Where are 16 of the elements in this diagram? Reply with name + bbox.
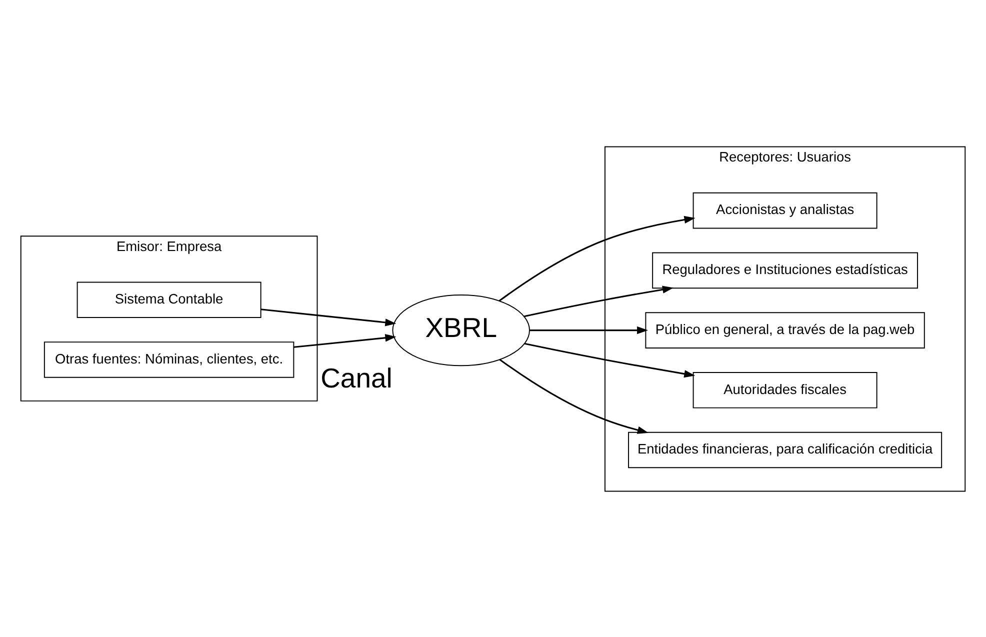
arrow [524,342,696,378]
node-box: Público en general, a través de la pag.web [645,312,925,348]
arrow [499,358,648,434]
arrow [260,308,396,326]
node-box: Otras fuentes: Nóminas, clientes, etc. [44,341,294,378]
arrow [294,334,396,348]
node-ellipse: XBRL [392,294,530,366]
arrow [530,326,648,334]
node-box: Sistema Contable [76,281,262,318]
node-label: Canal [320,362,392,394]
node-box: Entidades financieras, para calificación crediticia [628,431,942,468]
node-box: Autoridades fiscales [692,372,878,408]
node-box: Reguladores e Instituciones estadísticas [652,252,918,288]
node-box: Accionistas y analistas [692,192,878,228]
arrow [498,215,696,302]
arrow [524,285,674,317]
